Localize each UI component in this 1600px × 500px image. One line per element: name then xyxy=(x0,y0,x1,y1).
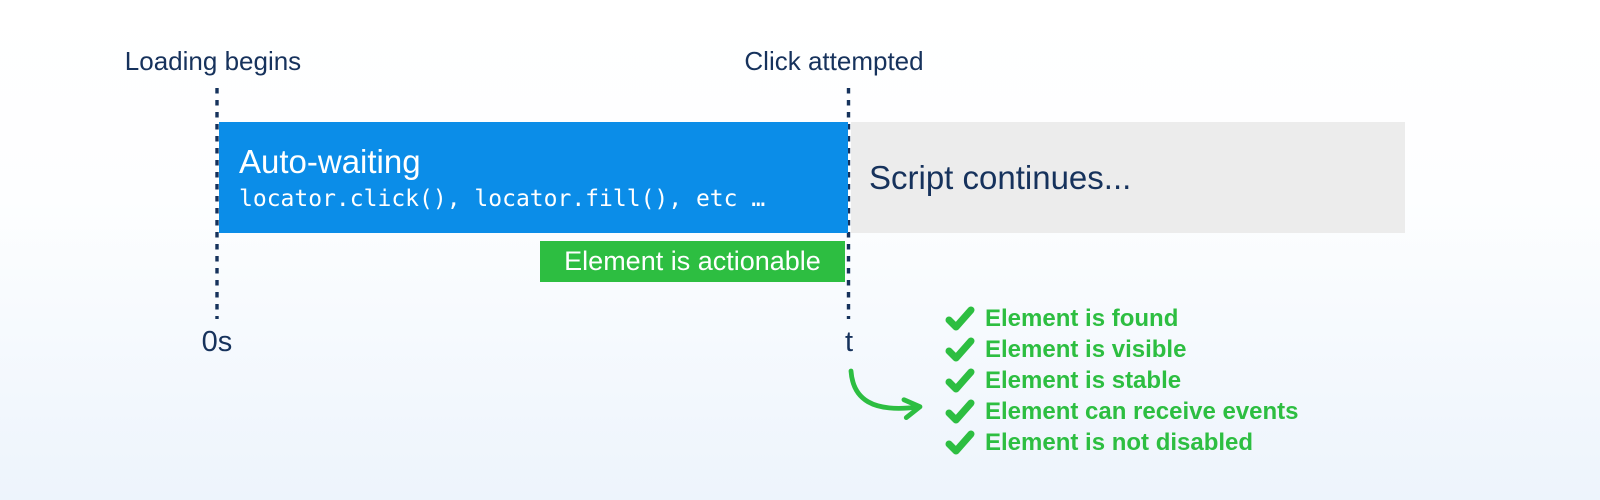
actionability-checklist: Element is found Element is visible Elem… xyxy=(945,303,1299,458)
checklist-item-label: Element can receive events xyxy=(985,397,1299,425)
checklist-item: Element is stable xyxy=(945,365,1299,396)
checklist-item-label: Element is stable xyxy=(985,366,1182,394)
checkmark-icon xyxy=(945,399,975,423)
curved-arrow-icon xyxy=(848,368,923,421)
checklist-item: Element is found xyxy=(945,303,1299,334)
checkmark-icon xyxy=(945,430,975,454)
script-continues-label: Script continues... xyxy=(869,158,1132,196)
checklist-item-label: Element is not disabled xyxy=(985,428,1254,456)
checkmark-icon xyxy=(945,337,975,361)
checkmark-icon xyxy=(945,368,975,392)
auto-waiting-title: Auto-waiting xyxy=(239,142,421,180)
element-actionable-badge: Element is actionable xyxy=(540,241,845,282)
checklist-item-label: Element is visible xyxy=(985,335,1187,363)
auto-waiting-bar: Auto-waiting locator.click(), locator.fi… xyxy=(219,122,848,233)
script-continues-bar: Script continues... xyxy=(851,122,1405,233)
auto-waiting-code-snippet: locator.click(), locator.fill(), etc … xyxy=(239,185,766,212)
click-attempted-label: Click attempted xyxy=(744,46,924,76)
tick-label-0s: 0s xyxy=(201,326,233,358)
checklist-item: Element is not disabled xyxy=(945,427,1299,458)
loading-begins-label: Loading begins xyxy=(124,46,302,76)
checklist-item-label: Element is found xyxy=(985,304,1179,332)
checklist-item: Element is visible xyxy=(945,334,1299,365)
tick-label-t: t xyxy=(844,326,854,358)
checklist-item: Element can receive events xyxy=(945,396,1299,427)
checkmark-icon xyxy=(945,306,975,330)
